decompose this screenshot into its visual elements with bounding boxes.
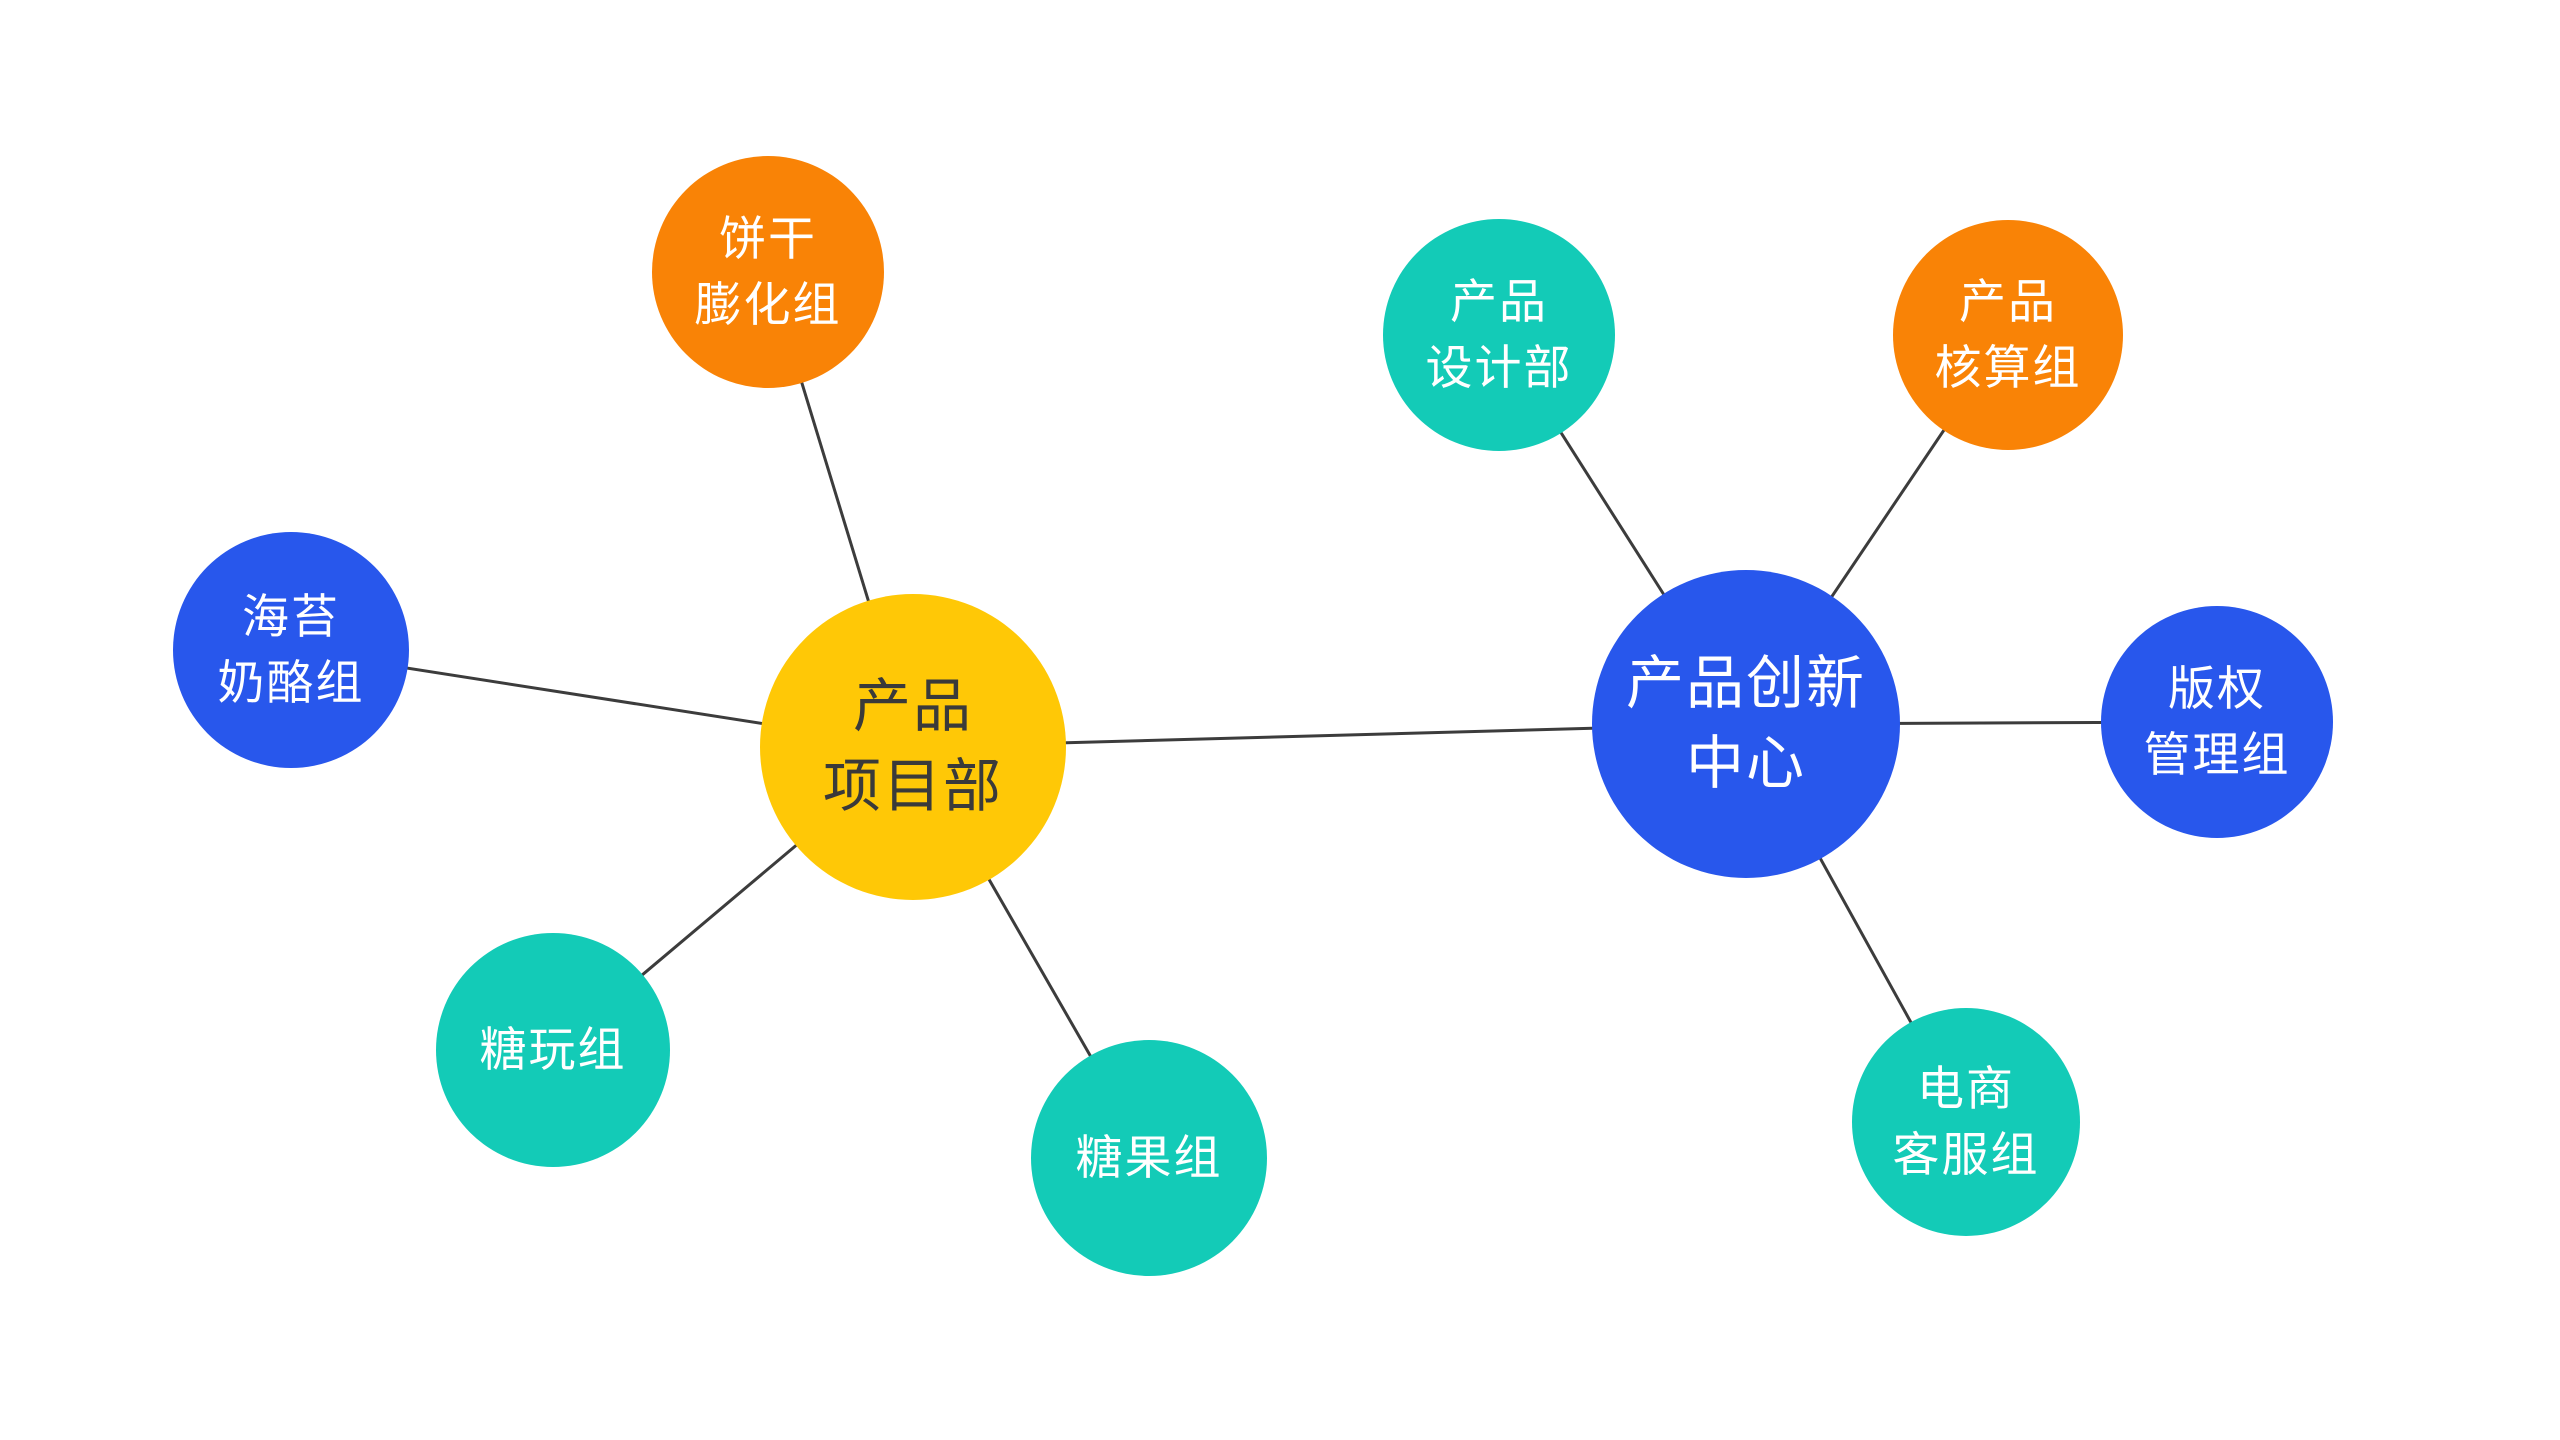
- node-label-line: 设计部: [1425, 341, 1573, 394]
- node-candy-toy-group[interactable]: 糖玩组: [436, 933, 670, 1167]
- node-label-line: 膨化组: [694, 278, 842, 331]
- node-label-line: 饼干: [719, 212, 817, 266]
- node-label-line: 海苔: [242, 590, 340, 644]
- node-label-line: 产品创新: [1625, 650, 1866, 716]
- node-label-line: 产品: [852, 673, 973, 739]
- node-product-innovation-center[interactable]: 产品创新中心: [1592, 570, 1900, 878]
- node-label-line: 产品: [1959, 275, 2057, 329]
- node-label-line: 项目部: [822, 754, 1003, 819]
- node-product-project-dept[interactable]: 产品项目部: [760, 594, 1066, 900]
- node-label-line: 客服组: [1892, 1128, 2040, 1181]
- node-product-accounting-group[interactable]: 产品核算组: [1893, 220, 2123, 450]
- node-label-line: 电商: [1917, 1062, 2015, 1116]
- node-copyright-management-group[interactable]: 版权管理组: [2101, 606, 2333, 838]
- node-label-line: 奶酪组: [217, 656, 365, 709]
- node-biscuit-puffing-group[interactable]: 饼干膨化组: [652, 156, 884, 388]
- node-product-design-dept[interactable]: 产品设计部: [1383, 219, 1615, 451]
- node-ecommerce-customer-service-group[interactable]: 电商客服组: [1852, 1008, 2080, 1236]
- node-candy-group[interactable]: 糖果组: [1031, 1040, 1267, 1276]
- node-label-line: 管理组: [2143, 728, 2291, 781]
- node-label-line: 糖玩组: [479, 1023, 627, 1077]
- node-label-line: 版权: [2168, 662, 2266, 716]
- node-label-line: 核算组: [1934, 341, 2082, 394]
- node-label-line: 糖果组: [1075, 1131, 1223, 1185]
- node-label-line: 中心: [1685, 731, 1806, 796]
- node-label-line: 产品: [1450, 275, 1548, 329]
- node-seaweed-cheese-group[interactable]: 海苔奶酪组: [173, 532, 409, 768]
